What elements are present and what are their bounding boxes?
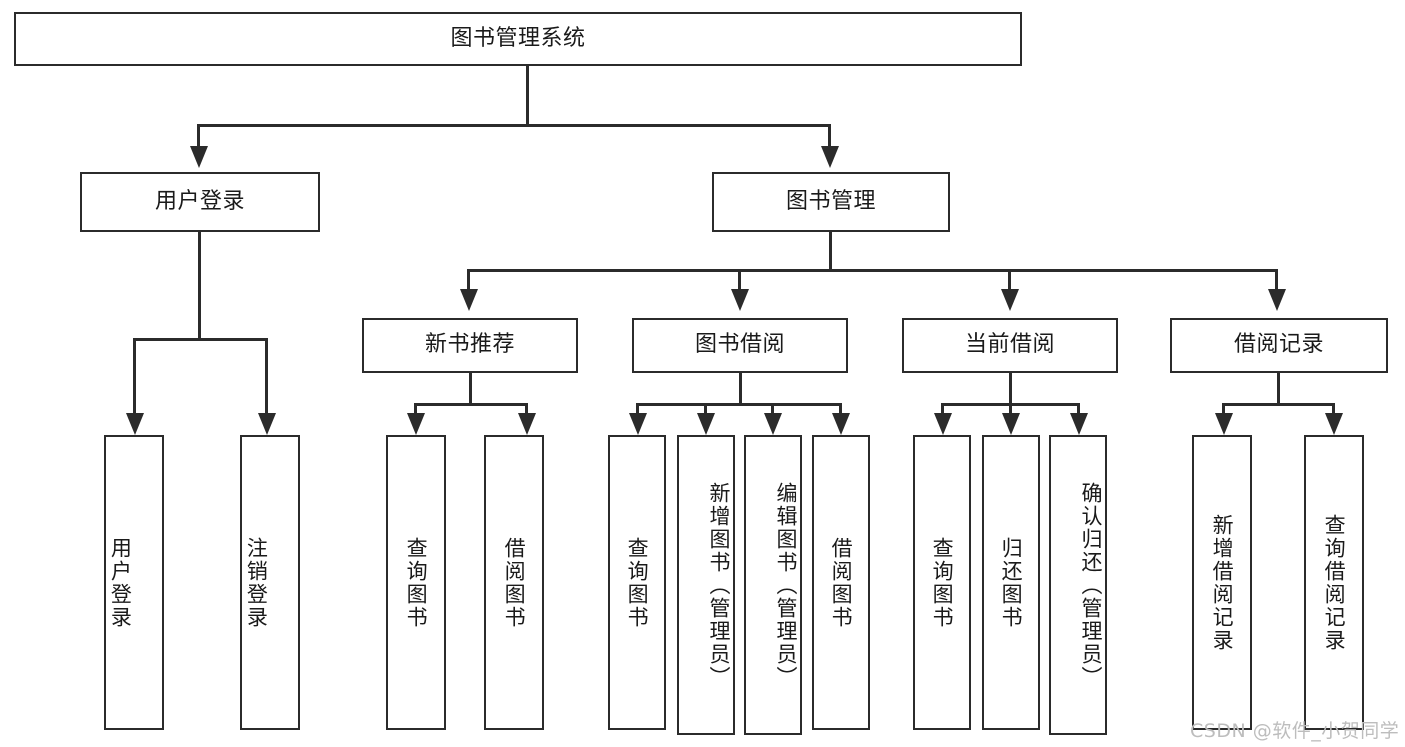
- leaf-new-book-borrow-book[interactable]: 借阅图书: [484, 435, 544, 730]
- node-label: 查询借阅记录: [1322, 513, 1347, 652]
- arrow-book-mgmt-to-book-borrow: [731, 289, 749, 311]
- arrow-book-borrow-leaf-1: [629, 413, 647, 435]
- node-borrow-record[interactable]: 借阅记录: [1170, 318, 1388, 373]
- connector-book-borrow-c3: [771, 403, 774, 415]
- node-label: 新书推荐: [424, 332, 515, 358]
- connector-book-borrow-stub: [739, 373, 742, 405]
- connector-user-login-bus: [133, 338, 267, 341]
- arrow-user-login-leaf-2: [258, 413, 276, 435]
- node-label: 确认归还（管理员）: [1079, 481, 1103, 689]
- arrow-book-borrow-leaf-4: [832, 413, 850, 435]
- leaf-book-borrow-borrow-book[interactable]: 借阅图书: [812, 435, 870, 730]
- node-current-borrow[interactable]: 当前借阅: [902, 318, 1118, 373]
- connector-borrow-record-stub: [1277, 373, 1280, 405]
- node-label: 查询图书: [625, 536, 650, 629]
- connector-new-book-c1: [414, 403, 417, 415]
- node-label: 编辑图书（管理员）: [774, 481, 798, 689]
- leaf-borrow-record-query-record[interactable]: 查询借阅记录: [1304, 435, 1364, 730]
- connector-current-borrow-c1: [941, 403, 944, 415]
- arrow-new-book-leaf-1: [407, 413, 425, 435]
- leaf-user-login-logout[interactable]: 注销登录: [240, 435, 300, 730]
- arrow-book-mgmt-to-current-borrow: [1001, 289, 1019, 311]
- node-book-management[interactable]: 图书管理: [712, 172, 950, 232]
- connector-borrow-record-c2: [1332, 403, 1335, 415]
- connector-root-stub: [526, 66, 529, 124]
- connector-user-login-right: [265, 338, 268, 415]
- node-label: 图书管理: [785, 188, 876, 214]
- node-label: 借阅记录: [1233, 332, 1324, 358]
- node-label: 用户登录: [154, 188, 245, 214]
- arrow-book-borrow-leaf-2: [697, 413, 715, 435]
- node-label: 用户登录: [108, 536, 133, 629]
- node-label: 注销登录: [244, 536, 269, 629]
- arrow-book-borrow-leaf-3: [764, 413, 782, 435]
- node-root-system[interactable]: 图书管理系统: [14, 12, 1022, 66]
- arrow-book-mgmt-to-new-book: [460, 289, 478, 311]
- arrow-borrow-record-leaf-2: [1325, 413, 1343, 435]
- leaf-book-borrow-query-book[interactable]: 查询图书: [608, 435, 666, 730]
- leaf-borrow-record-add-record[interactable]: 新增借阅记录: [1192, 435, 1252, 730]
- node-label: 新增借阅记录: [1210, 513, 1235, 652]
- connector-book-mgmt-stub: [829, 232, 832, 271]
- connector-root-bus: [197, 124, 830, 127]
- arrow-new-book-leaf-2: [518, 413, 536, 435]
- node-label: 查询图书: [404, 536, 429, 629]
- connector-borrow-record-c1: [1222, 403, 1225, 415]
- arrow-root-to-book-mgmt: [821, 146, 839, 168]
- leaf-book-borrow-add-book-admin[interactable]: 新增图书（管理员）: [677, 435, 735, 735]
- arrow-root-to-user-login: [190, 146, 208, 168]
- arrow-book-mgmt-to-borrow-record: [1268, 289, 1286, 311]
- leaf-new-book-query-book[interactable]: 查询图书: [386, 435, 446, 730]
- connector-current-borrow-stub: [1009, 373, 1012, 405]
- node-label: 图书管理系统: [450, 25, 586, 51]
- connector-borrow-record-bus: [1222, 403, 1335, 406]
- connector-current-borrow-c3: [1077, 403, 1080, 415]
- connector-new-book-stub: [469, 373, 472, 405]
- node-book-borrow[interactable]: 图书借阅: [632, 318, 848, 373]
- arrow-current-borrow-leaf-2: [1002, 413, 1020, 435]
- leaf-current-borrow-query-book[interactable]: 查询图书: [913, 435, 971, 730]
- connector-user-login-stub: [198, 232, 201, 340]
- connector-user-login-left: [133, 338, 136, 415]
- arrow-user-login-leaf-1: [126, 413, 144, 435]
- node-label: 借阅图书: [829, 536, 854, 629]
- node-new-book-recommend[interactable]: 新书推荐: [362, 318, 578, 373]
- node-label: 借阅图书: [502, 536, 527, 629]
- connector-book-borrow-c4: [839, 403, 842, 415]
- connector-book-mgmt-c2: [738, 269, 741, 291]
- node-label: 当前借阅: [964, 332, 1055, 358]
- arrow-current-borrow-leaf-3: [1070, 413, 1088, 435]
- connector-new-book-bus: [414, 403, 528, 406]
- watermark-text: CSDN @软件_小贺同学: [1190, 720, 1400, 742]
- node-label: 归还图书: [999, 536, 1024, 629]
- arrow-current-borrow-leaf-1: [934, 413, 952, 435]
- leaf-user-login-login[interactable]: 用户登录: [104, 435, 164, 730]
- arrow-borrow-record-leaf-1: [1215, 413, 1233, 435]
- connector-book-borrow-bus: [636, 403, 842, 406]
- connector-book-mgmt-bus: [467, 269, 1278, 272]
- connector-book-mgmt-c1: [467, 269, 470, 291]
- connector-root-to-book-mgmt: [828, 124, 831, 148]
- connector-book-borrow-c1: [636, 403, 639, 415]
- node-label: 图书借阅: [694, 332, 785, 358]
- connector-root-to-user-login: [197, 124, 200, 148]
- leaf-book-borrow-edit-book-admin[interactable]: 编辑图书（管理员）: [744, 435, 802, 735]
- leaf-current-borrow-confirm-return-admin[interactable]: 确认归还（管理员）: [1049, 435, 1107, 735]
- node-label: 查询图书: [930, 536, 955, 629]
- node-label: 新增图书（管理员）: [707, 481, 731, 689]
- connector-new-book-c2: [525, 403, 528, 415]
- connector-current-borrow-c2: [1009, 403, 1012, 415]
- connector-book-borrow-c2: [704, 403, 707, 415]
- connector-book-mgmt-c4: [1275, 269, 1278, 291]
- node-user-login[interactable]: 用户登录: [80, 172, 320, 232]
- leaf-current-borrow-return-book[interactable]: 归还图书: [982, 435, 1040, 730]
- connector-book-mgmt-c3: [1008, 269, 1011, 291]
